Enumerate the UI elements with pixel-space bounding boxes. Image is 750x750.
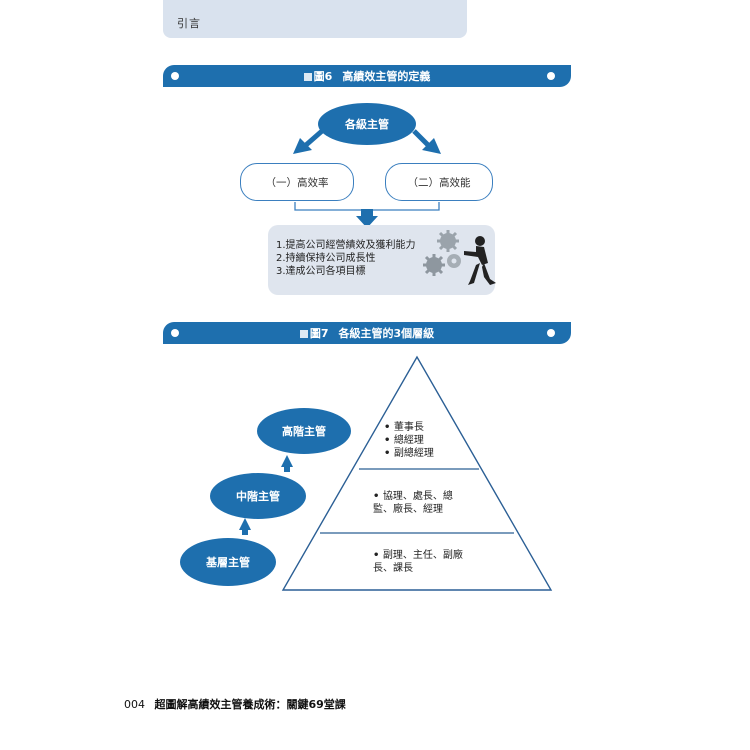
page-footer: 004 超圖解高績效主管養成術：關鍵69堂課	[124, 696, 346, 712]
all-level-managers-node: 各級主管	[318, 103, 416, 145]
arrow-down-icon	[356, 216, 378, 228]
person-icon	[464, 236, 496, 285]
effectiveness-node: （二）高效能	[385, 163, 493, 201]
bullet-dot-icon	[547, 329, 555, 337]
book-title: 超圖解高績效主管養成術：關鍵69堂課	[154, 698, 346, 711]
middle-titles-list: 協理、處長、總監、廠長、經理	[373, 490, 465, 516]
arrow-up-icon	[281, 455, 293, 467]
result-item: 1.提高公司經營績效及獲利能力	[276, 240, 416, 251]
figure7-title-bar: 圖7 各級主管的3個層級	[163, 322, 571, 344]
arrow-down-left-icon	[293, 138, 312, 154]
figure6-title-bar: 圖6 高績效主管的定義	[163, 65, 571, 87]
gear-icon	[447, 254, 461, 268]
arrow-up-icon	[239, 518, 251, 530]
bullet-dot-icon	[547, 72, 555, 80]
result-item: 2.持續保持公司成長性	[276, 253, 376, 264]
man-pushing-gears-illustration	[423, 230, 496, 285]
first-line-manager-node: 基層主管	[180, 538, 276, 586]
gear-icon	[437, 230, 459, 252]
title-item: 協理、處長、總監、廠長、經理	[373, 490, 465, 516]
first-line-titles-list: 副理、主任、副廠長、課長	[373, 549, 465, 575]
results-panel: 1.提高公司經營績效及獲利能力 2.持續保持公司成長性 3.達成公司各項目標	[268, 225, 496, 295]
middle-manager-node: 中階主管	[210, 473, 306, 519]
arrow-down-right-icon	[422, 138, 441, 154]
efficiency-node: （一）高效率	[240, 163, 354, 201]
senior-titles-list: 董事長 總經理 副總經理	[384, 421, 464, 460]
title-item: 總經理	[384, 434, 464, 447]
chapter-label: 引言	[177, 17, 201, 30]
title-item: 副總經理	[384, 447, 464, 460]
gear-icon	[423, 254, 445, 276]
title-item: 董事長	[384, 421, 464, 434]
title-item: 副理、主任、副廠長、課長	[373, 549, 465, 575]
figure7-number: 圖7	[300, 325, 329, 341]
page-number: 004	[124, 698, 145, 711]
result-item: 3.達成公司各項目標	[276, 266, 366, 277]
figure7-title: 各級主管的3個層級	[338, 327, 435, 340]
senior-manager-node: 高階主管	[257, 408, 351, 454]
results-list: 1.提高公司經營績效及獲利能力 2.持續保持公司成長性 3.達成公司各項目標	[276, 239, 416, 278]
bullet-dot-icon	[171, 72, 179, 80]
chapter-header: 引言	[163, 0, 467, 38]
bullet-dot-icon	[171, 329, 179, 337]
figure6-number: 圖6	[304, 68, 333, 84]
figure6-title: 高績效主管的定義	[342, 70, 431, 83]
